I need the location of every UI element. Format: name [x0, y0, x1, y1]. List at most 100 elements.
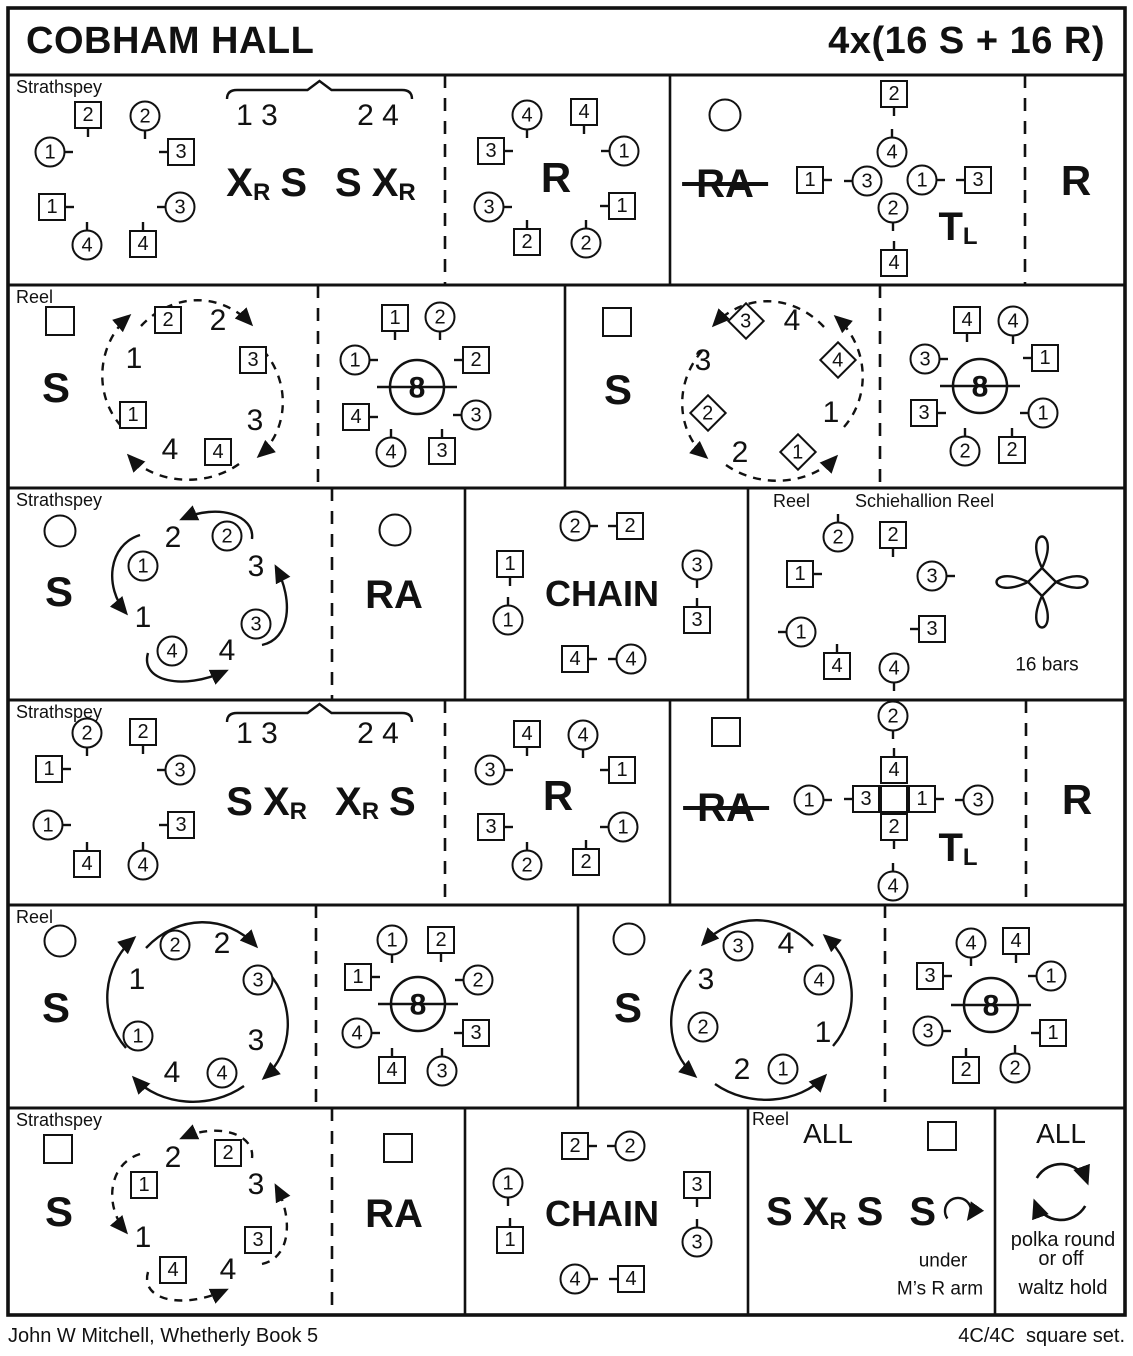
path-number: 4	[163, 1056, 181, 1089]
dancer-number: 4	[886, 141, 898, 163]
dancer-number: 2	[959, 440, 971, 462]
dancer-square-3: 3	[244, 1226, 272, 1254]
figure-part: S	[389, 780, 416, 824]
dancer-number: 1	[1047, 1022, 1059, 1044]
dancer-number: 1	[137, 555, 149, 577]
dancer-number: 3	[436, 1060, 448, 1082]
figure-subscript: L	[962, 844, 978, 872]
round-circle	[389, 975, 447, 1033]
dancer-number: 1	[794, 563, 806, 585]
path-number: 3	[247, 550, 265, 583]
dancer-square-4: 4	[880, 756, 908, 784]
figure-part: TL	[938, 205, 977, 249]
dancer-number: 1	[792, 441, 804, 463]
marker-square	[43, 1134, 73, 1164]
dancer-circle-3: 3	[426, 1055, 458, 1087]
dancer-number: 3	[485, 140, 497, 162]
dancer-number: 3	[919, 348, 931, 370]
path-number: 2	[733, 1053, 751, 1086]
dancer-number: 1	[616, 195, 628, 217]
dancer-number: 1	[1037, 402, 1049, 424]
dancer-number: 4	[137, 854, 149, 876]
dancer-number: 4	[569, 1268, 581, 1290]
dancer-circle-2: 2	[462, 964, 494, 996]
figure-letter: X	[371, 160, 399, 205]
path-number: 1	[814, 1016, 832, 1049]
dancer-number: 4	[888, 657, 900, 679]
path-number: 2	[164, 1141, 182, 1174]
dancer-circle-4: 4	[878, 652, 910, 684]
dancer-number: 1	[386, 929, 398, 951]
dancer-number: 4	[813, 969, 825, 991]
dancer-number: 1	[502, 609, 514, 631]
tempo-label: Reel	[773, 491, 811, 511]
dancer-square-2: 2	[561, 1132, 589, 1160]
figure-part: XR	[803, 1190, 847, 1234]
figure-set: S	[40, 571, 78, 613]
figure-part: R	[1062, 776, 1092, 823]
turn-arrow	[109, 533, 141, 616]
travel-arrow	[140, 299, 254, 327]
dancer-number: 1	[803, 789, 815, 811]
turn-single-arrow-icon	[943, 1196, 985, 1221]
figure-turn-left: TL	[933, 828, 982, 870]
dancer-circle-3: 3	[916, 560, 948, 592]
dancer-number: 1	[43, 758, 55, 780]
figure-subscript: R	[289, 798, 307, 826]
dancer-number: 1	[46, 196, 58, 218]
phrase-brace	[225, 79, 414, 100]
marker-circle	[612, 922, 646, 956]
dancer-circle-3: 3	[962, 784, 994, 816]
tempo-label: Reel	[752, 1109, 790, 1129]
dancer-circle-4: 4	[615, 643, 647, 675]
path-number: 3	[247, 1168, 265, 1201]
dancer-number: 2	[887, 524, 899, 546]
dancer-number: 3	[922, 1020, 934, 1042]
round-circle	[951, 357, 1009, 415]
instruction-line: waltz hold	[1018, 1277, 1108, 1299]
dancer-number: 1	[916, 169, 928, 191]
instruction-line: under	[918, 1250, 968, 1272]
dancer-diamond-4: 4	[818, 340, 858, 380]
dancer-number: 1	[502, 1172, 514, 1194]
figure-part: S	[909, 1190, 936, 1234]
figure-subscript: R	[252, 179, 271, 207]
figure-part: XR	[263, 780, 307, 824]
figure-letter: S	[765, 1189, 793, 1234]
travel-arrow	[106, 935, 137, 1049]
figure-letter: X	[335, 779, 362, 824]
dancer-circle-1: 1	[376, 924, 408, 956]
dancer-square-3: 3	[918, 615, 946, 643]
round-circle	[388, 358, 446, 416]
figure-chain: CHAIN	[540, 1196, 664, 1232]
dancer-number: 1	[349, 349, 361, 371]
dancer-number: 2	[139, 105, 151, 127]
dancer-number: 3	[174, 759, 186, 781]
dancer-number: 4	[521, 104, 533, 126]
travel-arrow	[131, 1075, 245, 1103]
figure-subscript: L	[962, 223, 978, 251]
figure-name-label: Schiehallion Reel	[855, 491, 995, 511]
figure-part: S	[857, 1190, 884, 1234]
dancer-circle-4: 4	[375, 436, 407, 468]
dancer-number: 2	[169, 934, 181, 956]
dancer-square-1: 1	[119, 401, 147, 429]
marker-circle	[708, 98, 742, 132]
dancer-circle-4: 4	[876, 136, 908, 168]
dancer-circle-1: 1	[767, 1053, 799, 1085]
dancer-number: 3	[918, 402, 930, 424]
dancer-square-2: 2	[214, 1139, 242, 1167]
dancer-number: 1	[138, 1174, 150, 1196]
dancer-number: 4	[888, 252, 900, 274]
dancer-circle-4: 4	[127, 849, 159, 881]
dancer-circle-1: 1	[1035, 960, 1067, 992]
path-number: 3	[694, 344, 712, 377]
dancer-circle-3: 3	[722, 930, 754, 962]
figure-letter: RA	[365, 573, 423, 617]
path-number: 4	[783, 304, 801, 337]
dancer-number: 2	[221, 525, 233, 547]
figure-part: R	[541, 154, 571, 201]
round-circle	[962, 976, 1020, 1034]
dancer-square-2: 2	[74, 101, 102, 129]
